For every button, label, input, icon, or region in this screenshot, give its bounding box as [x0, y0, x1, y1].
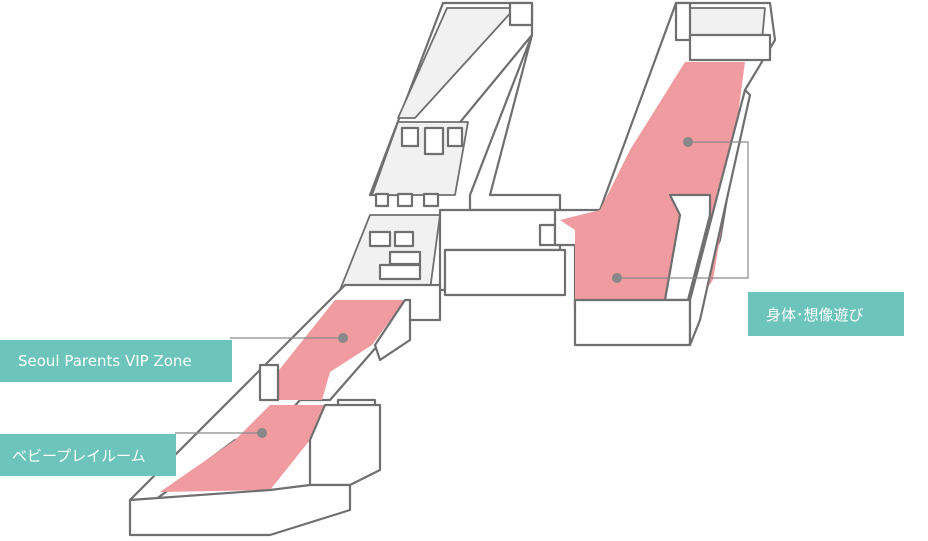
body-marker-dot-upper [683, 137, 693, 147]
vip-zone-label: Seoul Parents VIP Zone [0, 340, 232, 382]
right-wing [553, 1, 777, 347]
lower-left-wing [128, 283, 442, 537]
baby-playroom-label: ベビープレイルーム [0, 434, 176, 476]
baby-playroom-area [160, 405, 325, 492]
body-marker-dot-lower [612, 273, 622, 283]
body-leader-line [617, 141, 749, 279]
upper-left-wing [339, 1, 562, 291]
baby-marker-dot [257, 428, 267, 438]
body-play-zone-label: 身体･想像遊び [748, 292, 904, 336]
vip-marker-dot [338, 333, 348, 343]
vip-zone-area [265, 300, 405, 400]
central-corridor [438, 208, 567, 297]
leader-lines [175, 137, 749, 438]
